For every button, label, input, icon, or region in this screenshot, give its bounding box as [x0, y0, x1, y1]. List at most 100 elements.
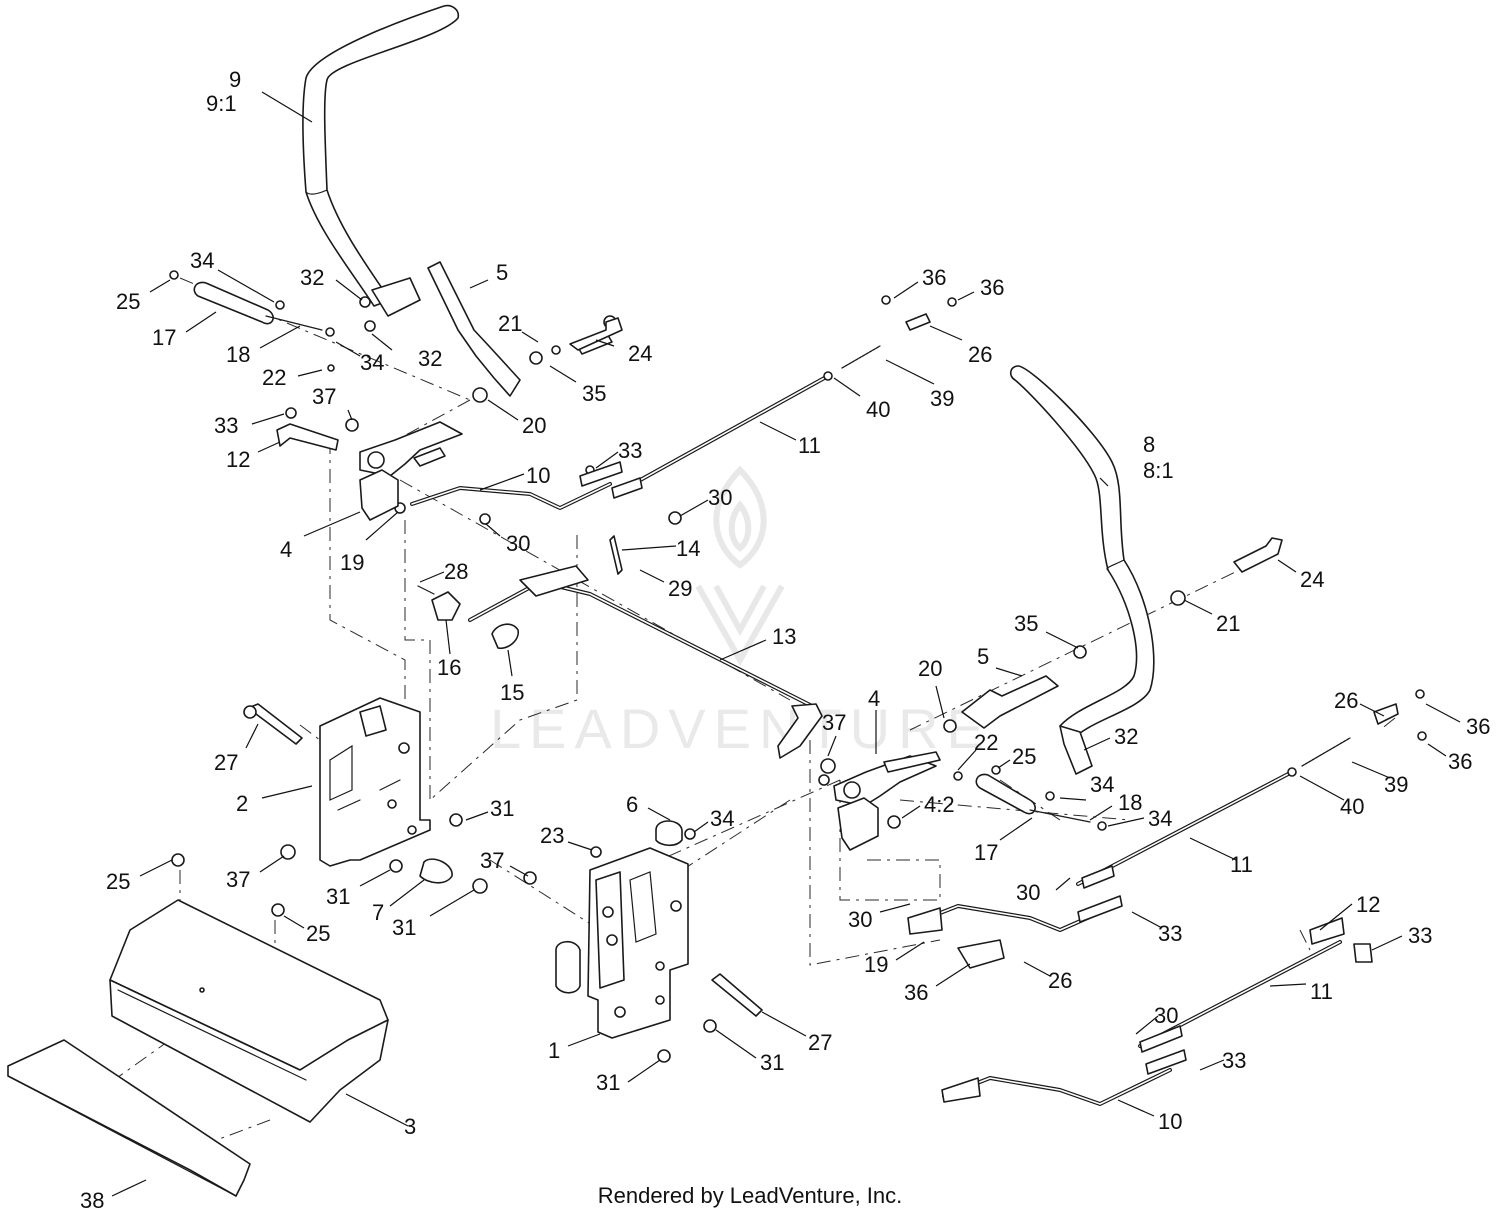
- callout: 37: [226, 867, 250, 892]
- callout: 21: [1216, 611, 1240, 636]
- callout: 20: [522, 413, 546, 438]
- callout: 11: [1310, 979, 1333, 1004]
- right-damper: [975, 765, 1107, 831]
- callout: 5: [496, 260, 508, 285]
- left-lever-bracket: [427, 261, 521, 397]
- callout: 34: [190, 248, 214, 273]
- callout: 31: [490, 796, 514, 821]
- callout: 31: [392, 915, 416, 940]
- callout: 30: [1154, 1003, 1178, 1028]
- left-mounting-plate: [243, 697, 488, 894]
- callout: 17: [974, 840, 998, 865]
- callout: 4: [280, 537, 292, 562]
- callout: 32: [1114, 724, 1138, 749]
- callout: 16: [437, 655, 461, 680]
- callout: 25: [116, 289, 140, 314]
- callout: 24: [1300, 567, 1324, 592]
- left-pivot-assembly: [276, 421, 463, 521]
- seat-pan: [109, 853, 389, 1123]
- callout: 34: [360, 350, 384, 375]
- callout: 22: [262, 365, 286, 390]
- callout: 35: [1014, 611, 1038, 636]
- callout: 31: [596, 1070, 620, 1095]
- right-lever-bracket: [961, 675, 1059, 729]
- callout: 26: [1048, 968, 1072, 993]
- callout: 9:1: [206, 91, 237, 116]
- callout: 7: [372, 900, 384, 925]
- callout: 32: [418, 346, 442, 371]
- left-steering-lever: [302, 4, 460, 317]
- callout-labels: 9 9:1 34 25 32 5 17 18 34 32 21 24 22 35…: [80, 67, 1490, 1213]
- callout: 19: [864, 952, 888, 977]
- leadventure-watermark: LEADVENTURE: [490, 465, 992, 760]
- callout: 9: [229, 67, 241, 92]
- watermark-v-icon: [695, 584, 785, 667]
- callout: 40: [866, 397, 890, 422]
- callout: 21: [498, 311, 522, 336]
- callout: 34: [710, 806, 734, 831]
- callout: 14: [676, 536, 700, 561]
- callout: 12: [226, 447, 250, 472]
- callout: 19: [340, 550, 364, 575]
- callout: 36: [1448, 749, 1472, 774]
- callout: 4: [868, 686, 880, 711]
- callout: 28: [444, 559, 468, 584]
- callout: 8:1: [1143, 458, 1174, 483]
- callout: 39: [1384, 772, 1408, 797]
- callout: 37: [822, 710, 846, 735]
- callout: 5: [977, 644, 989, 669]
- callout: 37: [480, 848, 504, 873]
- callout: 34: [1090, 772, 1114, 797]
- callout: 33: [1158, 921, 1182, 946]
- callout: 33: [618, 438, 642, 463]
- callout: 36: [922, 265, 946, 290]
- callout-leaders: [111, 91, 1461, 1197]
- callout: 26: [968, 342, 992, 367]
- callout: 36: [1466, 714, 1490, 739]
- callout: 23: [540, 823, 564, 848]
- control-rods: [410, 295, 1427, 1106]
- callout: 22: [974, 730, 998, 755]
- callout: 25: [1012, 744, 1036, 769]
- left-damper: [169, 270, 335, 372]
- right-pivot-assembly: [818, 590, 1186, 851]
- callout: 35: [582, 381, 606, 406]
- callout: 27: [214, 750, 238, 775]
- callout: 10: [1158, 1109, 1182, 1134]
- centre-mounting-plate: [523, 820, 763, 1063]
- callout: 25: [306, 921, 330, 946]
- callout: 32: [300, 265, 324, 290]
- render-credit: Rendered by LeadVenture, Inc.: [597, 1183, 903, 1208]
- callout: 24: [628, 341, 652, 366]
- callout: 33: [1408, 923, 1432, 948]
- callout: 30: [708, 485, 732, 510]
- callout: 25: [106, 869, 130, 894]
- callout: 31: [760, 1050, 784, 1075]
- callout: 11: [798, 433, 821, 458]
- callout: 12: [1356, 892, 1380, 917]
- callout: 36: [980, 275, 1004, 300]
- callout: 2: [236, 791, 248, 816]
- callout: 29: [668, 576, 692, 601]
- callout: 4:2: [924, 792, 955, 817]
- callout: 40: [1340, 794, 1364, 819]
- callout: 18: [226, 342, 250, 367]
- callout: 26: [1334, 688, 1358, 713]
- callout: 17: [152, 325, 176, 350]
- callout: 34: [1148, 806, 1172, 831]
- callout: 13: [772, 624, 796, 649]
- watermark-text: LEADVENTURE: [490, 697, 992, 760]
- callout: 31: [326, 884, 350, 909]
- callout: 30: [848, 907, 872, 932]
- callout: 20: [918, 656, 942, 681]
- callout: 6: [626, 792, 638, 817]
- callout: 8: [1143, 432, 1155, 457]
- callout: 11: [1230, 852, 1253, 877]
- watermark-flame-icon: [713, 465, 767, 569]
- rear-panel: [7, 1039, 251, 1197]
- callout: 36: [904, 980, 928, 1005]
- callout: 27: [808, 1030, 832, 1055]
- callout: 33: [1222, 1048, 1246, 1073]
- callout: 10: [526, 463, 550, 488]
